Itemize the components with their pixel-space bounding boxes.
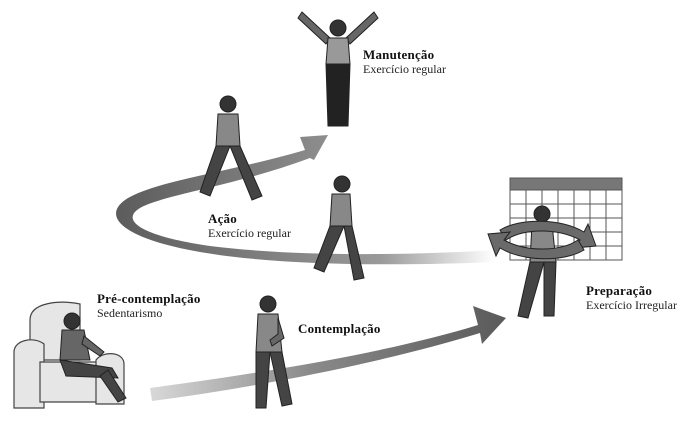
stage-title: Manutenção — [363, 47, 435, 62]
stage-title: Preparação — [586, 283, 653, 298]
stage-subtitle: Sedentarismo — [97, 305, 163, 320]
stage-title: Contemplação — [298, 321, 381, 336]
person-action-figure-lower — [313, 175, 365, 281]
arrow-lower — [150, 306, 506, 401]
stage-subtitle: Exercício regular — [363, 61, 446, 76]
stage-title: Pré-contemplação — [97, 291, 201, 306]
stage-title: Ação — [208, 211, 237, 226]
stage-contemplacao: Contemplação — [298, 321, 381, 337]
cycle-arrows-icon — [487, 220, 597, 260]
stage-preparacao: Preparação Exercício Irregular — [586, 283, 677, 313]
person-maintenance-figure — [297, 11, 379, 127]
person-sitting-figure — [59, 312, 127, 403]
stage-subtitle: Exercício regular — [208, 225, 291, 240]
stage-precontemplacao: Pré-contemplação Sedentarismo — [97, 291, 201, 321]
stage-subtitle: Exercício Irregular — [586, 297, 677, 312]
person-contemplating-figure — [255, 295, 293, 409]
stage-acao: Ação Exercício regular — [208, 211, 291, 241]
person-action-figure-upper — [199, 95, 263, 201]
arrow-upper-spiral — [116, 135, 495, 265]
stage-manutencao: Manutenção Exercício regular — [363, 47, 446, 77]
